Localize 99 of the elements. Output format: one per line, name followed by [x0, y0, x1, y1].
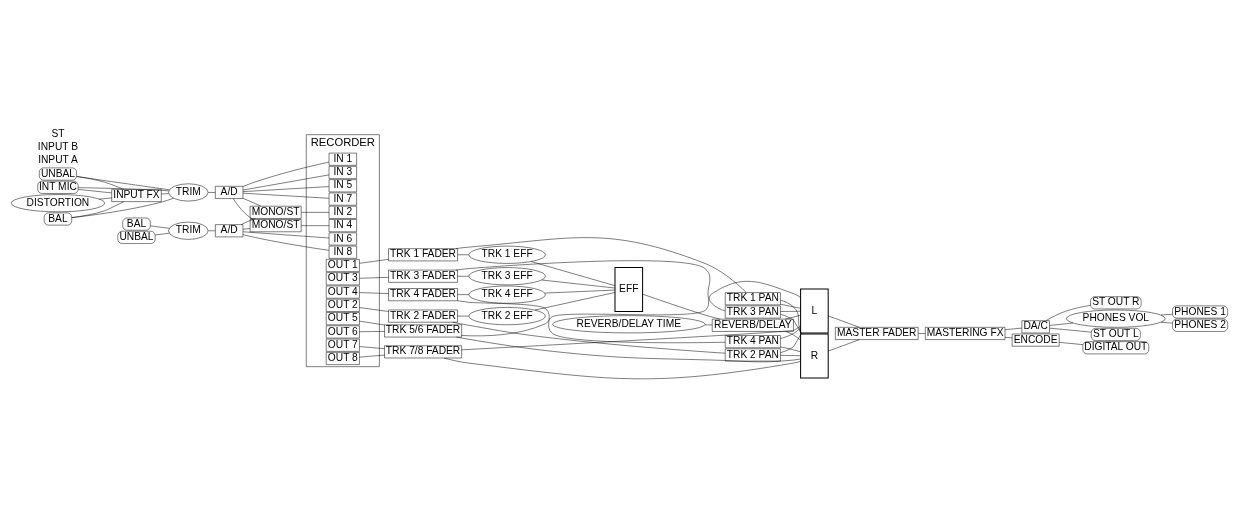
node-box: IN 4	[328, 218, 357, 232]
node-box: IN 8	[328, 245, 357, 259]
node-box: DIGITAL OUT	[1082, 340, 1150, 354]
connector	[827, 315, 860, 328]
connector	[301, 224, 330, 226]
node-box: IN 5	[328, 178, 357, 192]
node-box: OUT 2	[325, 298, 360, 312]
connector	[780, 303, 801, 309]
node-box: BAL	[43, 212, 72, 225]
connector	[544, 289, 616, 293]
connector	[780, 332, 802, 353]
node-box: TRK 5/6 FADER	[384, 324, 462, 337]
node-box: OUT 5	[325, 311, 360, 325]
node-ellipse: TRK 3 EFF	[468, 266, 546, 285]
node-box: TRK 3 PAN	[724, 305, 781, 318]
connector	[780, 327, 801, 339]
node-box: REVERB/DELAY	[711, 318, 794, 332]
connector	[457, 299, 726, 343]
connector	[71, 197, 174, 218]
connector	[456, 336, 801, 362]
connector	[443, 357, 801, 379]
node-box: OUT 1	[325, 258, 360, 272]
node-box: A/D	[215, 185, 244, 199]
connector	[785, 330, 801, 340]
connector	[359, 354, 385, 357]
node-box: INT MIC	[37, 180, 79, 194]
connector	[784, 314, 801, 319]
node-ellipse: PHONES VOL	[1066, 309, 1166, 328]
node-box: MASTERING FX	[925, 326, 1006, 340]
node-box: TRK 4 PAN	[724, 334, 781, 348]
connector	[461, 325, 801, 350]
node-box: MASTER FADER	[835, 326, 919, 340]
node-box: IN 6	[328, 232, 357, 245]
connector	[240, 217, 256, 225]
node-box: DA/C	[1021, 319, 1050, 333]
connector	[461, 280, 801, 336]
connector	[455, 236, 747, 293]
connector	[780, 310, 801, 312]
connector	[780, 346, 801, 352]
node-box: PHONES 1	[1172, 305, 1228, 318]
node-ellipse: TRK 4 EFF	[468, 285, 546, 304]
node-box: MONO/ST	[249, 205, 302, 219]
node-box: INPUT FX	[111, 188, 162, 202]
node-box: TRK 1 FADER	[388, 247, 458, 261]
connector	[359, 330, 385, 332]
node-box: IN 2	[328, 205, 357, 219]
node-box: OUT 4	[325, 285, 360, 298]
connector	[242, 231, 330, 238]
node-box: TRK 4 FADER	[388, 287, 458, 301]
connector	[780, 313, 802, 334]
node-box: IN 3	[328, 165, 357, 179]
label: ST	[51, 127, 65, 139]
connector	[452, 321, 726, 353]
connector	[301, 211, 330, 213]
node-box: IN 7	[328, 192, 357, 205]
connector	[359, 306, 389, 312]
node-box: A/D	[215, 223, 244, 237]
node-box: L	[800, 288, 829, 333]
connector	[359, 258, 389, 264]
connector	[530, 260, 616, 286]
connector	[780, 354, 801, 356]
node-box: R	[800, 332, 829, 378]
node-ellipse: REVERB/DELAY TIME	[552, 314, 706, 333]
node-ellipse: TRK 2 EFF	[468, 306, 546, 325]
connector	[780, 299, 802, 334]
node-box: ST OUT R	[1090, 295, 1142, 309]
node-ellipse: TRK 1 EFF	[468, 245, 546, 264]
connector	[642, 293, 721, 319]
node-box: TRK 1 PAN	[724, 291, 781, 305]
node-box: PHONES 2	[1172, 318, 1228, 332]
node-box: TRK 2 PAN	[724, 348, 781, 361]
node-box: UNBAL	[117, 230, 156, 244]
connector	[77, 186, 169, 191]
connector	[359, 276, 389, 279]
node-ellipse: TRIM	[168, 183, 209, 201]
node-ellipse: DISTORTION	[10, 193, 105, 212]
node-box: ENCODE	[1011, 333, 1060, 346]
node-box: TRK 7/8 FADER	[384, 345, 462, 358]
node-box: EFF	[614, 266, 644, 312]
label: INPUT A	[38, 153, 78, 165]
node-box: OUT 6	[325, 325, 360, 338]
node-box: OUT 7	[325, 338, 360, 352]
connector	[541, 279, 616, 288]
connector	[76, 175, 170, 190]
node-box: OUT 8	[325, 351, 360, 365]
connector	[827, 338, 860, 351]
node-box: MONO/ST	[249, 218, 302, 232]
node-box: UNBAL	[39, 167, 77, 180]
node-box: ST OUT L	[1091, 327, 1141, 341]
node-box: TRK 3 FADER	[388, 269, 458, 283]
connector	[534, 291, 616, 310]
node-ellipse: TRIM	[168, 221, 209, 240]
node-box: TRK 2 FADER	[388, 309, 458, 322]
connector	[233, 197, 254, 220]
connector	[1045, 304, 1091, 321]
node-box: BAL	[122, 217, 151, 230]
label: INPUT B	[37, 140, 79, 152]
node-box: OUT 3	[325, 271, 360, 285]
node-box: IN 1	[328, 152, 357, 166]
